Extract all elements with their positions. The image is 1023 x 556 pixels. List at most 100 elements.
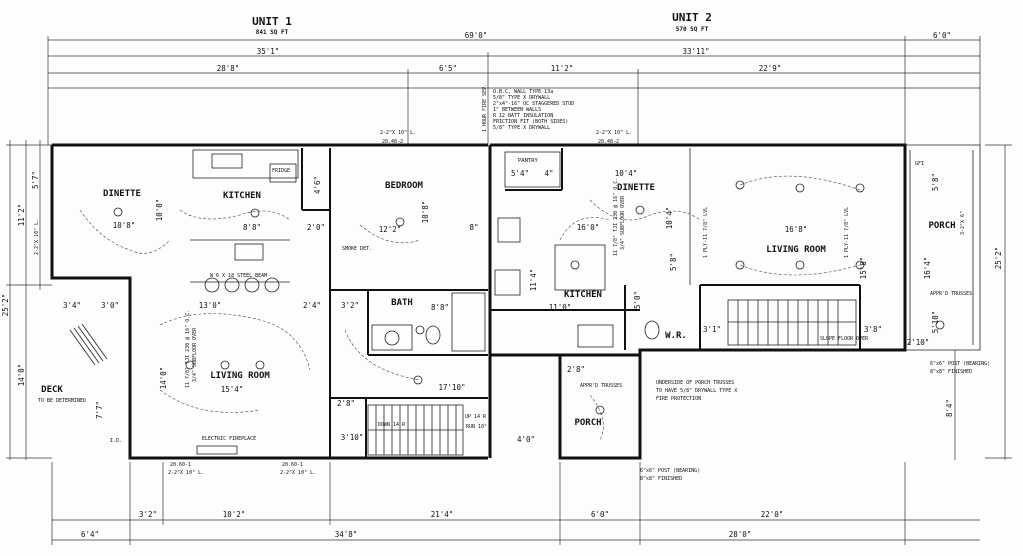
dim-living2-w: 16'8": [785, 225, 808, 234]
dim-right-porch: 6'0": [933, 31, 951, 40]
dim-bath-a: 3'2": [341, 301, 359, 310]
post-note-b: 6"x6" POST (BEARING): [930, 361, 990, 367]
lintel-b: 2-2"X 10" L.: [596, 130, 632, 136]
dim-left-3-0: 3'0": [101, 301, 119, 310]
dim-dinette2-w: 10'4": [615, 169, 638, 178]
exterior-walls: [50, 143, 981, 460]
lvl-note-b: 1 PLY-11 7/8" LVL: [844, 207, 850, 258]
id-label: I.D.: [110, 438, 122, 444]
dim-kitchen1: 8'8": [243, 223, 261, 232]
dim-unit1-width: 35'1": [257, 47, 280, 56]
dim-bedroom-w: 12'2": [379, 225, 402, 234]
svg-text:5/8" TYPE X DRYWALL: 5/8" TYPE X DRYWALL: [493, 125, 550, 131]
dim-bottom-total-left: 6'4": [81, 530, 99, 539]
lvl-note-a: 1 PLY-11 7/8" LVL: [703, 207, 709, 258]
dim-pantry: 5'4": [511, 169, 529, 178]
stair-run-note: RUN 10": [466, 424, 487, 430]
svg-text:1" BETWEEN WALLS: 1" BETWEEN WALLS: [493, 107, 541, 113]
post-note-a2: 8"x8" FINISHED: [640, 476, 682, 482]
dim-pantry-b: 4": [544, 169, 553, 178]
light-fixtures: [113, 180, 945, 415]
post-note-b2: 8"x8" FINISHED: [930, 369, 972, 375]
room-porch-1: PORCH: [574, 418, 601, 428]
porch-trusses-note: UNDERSIDE OF PORCH TRUSSES TO HAVE 5/8" …: [656, 380, 737, 402]
dim-bedroom-h: 10'8": [421, 201, 430, 224]
room-deck: DECK: [41, 385, 63, 395]
dim-seg-b: 6'5": [439, 64, 457, 73]
stair-down-note: DOWN 14 R: [378, 422, 406, 428]
lintel-code-c: 20.60-1: [170, 462, 191, 468]
dim-porch2-c: 2'10": [907, 338, 930, 347]
dim-bottom-d: 6'0": [591, 510, 609, 519]
dim-stair2: 3'1": [703, 325, 721, 334]
slope-note: SLOPE FLOOR OVER: [820, 336, 869, 342]
lintel-c: 2-2"X 10" L.: [168, 470, 204, 476]
unit1-area: 841 SQ FT: [256, 29, 289, 36]
gfi-label: GFI: [915, 161, 924, 167]
dim-left-upper: 11'2": [17, 204, 26, 227]
room-dinette-1: DINETTE: [103, 189, 141, 199]
svg-text:TO HAVE 5/8" DRYWALL TYPE X: TO HAVE 5/8" DRYWALL TYPE X: [656, 388, 737, 394]
svg-text:FRICTION FIT (BOTH SIDES): FRICTION FIT (BOTH SIDES): [493, 119, 568, 125]
room-bath: BATH: [391, 298, 413, 308]
dim-dinette2-d: 16'0": [577, 223, 600, 232]
joists2-note: 11 7/8" TJI 230 @ 16" O.C.: [613, 178, 619, 256]
dim-left-a: 5'7": [31, 171, 40, 189]
top-dimensions: [47, 36, 981, 145]
dim-bedroom-b: 8": [469, 223, 478, 232]
dim-living1-w: 15'4": [221, 385, 244, 394]
unit1-title: UNIT 1: [252, 15, 292, 28]
dim-bottom-total-right: 28'0": [729, 530, 752, 539]
interior-walls-unit1: [190, 148, 488, 458]
subfloor1-note: 3/4" SUBFLOOR OVER: [192, 327, 198, 382]
svg-text:O.B.C. WALL TYPE 13a: O.B.C. WALL TYPE 13a: [493, 89, 553, 95]
room-kitchen-2: KITCHEN: [564, 290, 602, 300]
dim-bottom-b: 10'2": [223, 510, 246, 519]
fridge-label: FRIDGE: [272, 168, 290, 174]
room-kitchen-1: KITCHEN: [223, 191, 261, 201]
dim-right-overall: 25'2": [994, 247, 1003, 270]
room-wr: W.R.: [665, 331, 687, 341]
dim-porch1-a: 2'8": [567, 365, 585, 374]
dim-bottom-total-mid: 34'8": [335, 530, 358, 539]
dim-kitchen2-w: 11'0": [549, 303, 572, 312]
joists1-note: 11 7/8" TJI 230 @ 16" O.C.: [185, 310, 191, 388]
dim-seg-d: 22'9": [759, 64, 782, 73]
bottom-dimensions: [51, 462, 980, 545]
dim-porch2-h: 16'4": [923, 257, 932, 280]
dim-bath-b: 2'4": [303, 301, 321, 310]
room-living-2: LIVING ROOM: [766, 245, 826, 255]
unit2-title: UNIT 2: [672, 11, 712, 24]
svg-text:R 12 BATT INSULATION: R 12 BATT INSULATION: [493, 113, 553, 119]
dim-dinette1-v: 10'0": [155, 199, 164, 222]
lintel-d: 2-2"X 10" L.: [280, 470, 316, 476]
svg-text:5/8" TYPE X DRYWALL: 5/8" TYPE X DRYWALL: [493, 95, 550, 101]
fireplace-note: ELECTRIC FIREPLACE: [202, 436, 256, 442]
dim-stair-b: 3'10": [341, 433, 364, 442]
steel-beam-note: W 6 X 18 STEEL BEAM: [210, 273, 267, 279]
dim-porch2-b: 5'10": [931, 311, 940, 334]
left-dimensions: [6, 140, 52, 460]
dim-bottom-c: 21'4": [431, 510, 454, 519]
room-pantry: PANTRY: [518, 158, 539, 164]
dim-bottom-e: 22'0": [761, 510, 784, 519]
dim-wr-w: 5'0": [633, 291, 642, 309]
lintel-code-d: 20.60-1: [282, 462, 303, 468]
dim-seg-c: 11'2": [551, 64, 574, 73]
dim-hall: 17'10": [438, 383, 465, 392]
dim-kitchen2-h: 11'4": [529, 269, 538, 292]
dim-stair-a: 2'8": [337, 399, 355, 408]
dim-porch2-a: 5'8": [931, 173, 940, 191]
dim-living2-h: 15'8": [859, 257, 868, 280]
stair-up-note: UP 14 R: [465, 414, 487, 420]
dim-left-overall: 25'2": [1, 294, 10, 317]
dim-unit2-width: 33'11": [682, 47, 709, 56]
wall-type-note: O.B.C. WALL TYPE 13a 5/8" TYPE X DRYWALL…: [493, 89, 574, 131]
unit2-area: 570 SQ FT: [676, 26, 709, 33]
dim-overall: 69'0": [465, 31, 488, 40]
fixtures: [192, 149, 660, 455]
dim-seg-a: 28'8": [217, 64, 240, 73]
lintel-left: 2-2"X 10" L.: [34, 219, 40, 255]
dim-living1-h: 14'0": [159, 367, 168, 390]
